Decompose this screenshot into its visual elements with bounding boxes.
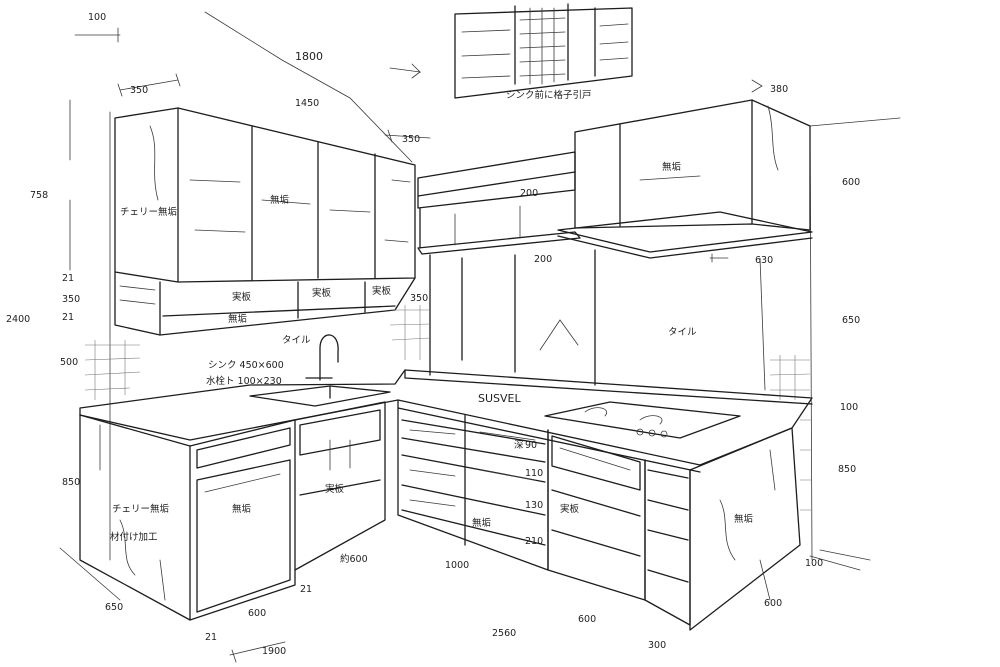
drawer-dim-130: 130 [525, 500, 543, 511]
dim-1450: 1450 [295, 98, 319, 109]
sink [249, 334, 391, 407]
dim-21-floor-b: 21 [205, 632, 217, 643]
dimension-arrows [69, 27, 763, 663]
dim-21-a: 21 [62, 273, 74, 284]
label-tile-right: タイル [668, 327, 697, 338]
cooktop [544, 401, 741, 439]
label-muku-upper-a: 無垢 [270, 194, 290, 206]
label-oven-shelf: 実板 [560, 503, 580, 515]
label-faucet-spec: 水栓ト 100×230 [206, 375, 282, 387]
dim-350-shelf: 350 [410, 293, 428, 304]
dim-650-floor: 650 [105, 602, 123, 613]
dim-600-floor-a: 600 [248, 608, 266, 619]
dishwasher [189, 419, 296, 621]
right-end-panel [689, 427, 801, 631]
range-hood [557, 211, 813, 259]
tile-hatching [84, 305, 812, 511]
lattice-door-inset [454, 3, 633, 99]
dim-21-floor: 21 [300, 584, 312, 595]
drawer-dim-210: 210 [525, 536, 543, 547]
dim-1000: 1000 [445, 560, 469, 571]
left-upper-cabinets [114, 107, 416, 336]
label-jitaita-c: 実板 [372, 285, 392, 297]
dim-200-b: 200 [534, 254, 552, 265]
window-backsplash [429, 249, 766, 391]
dim-300: 300 [648, 640, 666, 651]
label-muku-upper-b: 無垢 [662, 161, 682, 173]
dim-350-mid: 350 [402, 134, 420, 145]
dim-21-b: 21 [62, 312, 74, 323]
drawer-dim-90: 90 [525, 440, 537, 451]
dim-600-sink: 約600 [340, 553, 368, 565]
label-jitaita-b: 実板 [312, 287, 332, 299]
window-shelves [417, 151, 581, 255]
sink-base [294, 401, 386, 571]
dim-600-right: 600 [842, 177, 860, 188]
label-sink-shelf: 実板 [325, 483, 345, 495]
oven-unit [547, 429, 646, 601]
label-susvel: SUSVEL [478, 392, 521, 405]
dim-500: 500 [60, 357, 78, 368]
dimension-labels: 100 1800 350 1450 350 380 758 600 200 20… [6, 12, 860, 657]
inset-caption: シンク前に格子引戸 [506, 89, 592, 101]
dim-850-right: 850 [838, 464, 856, 475]
label-muku-drawers: 無垢 [472, 517, 492, 529]
dim-1800: 1800 [295, 50, 323, 63]
dim-758: 758 [30, 190, 48, 201]
dim-600-floor-b: 600 [578, 614, 596, 625]
label-muku-under: 無垢 [228, 313, 248, 325]
dim-2560: 2560 [492, 628, 516, 639]
label-cherry-side-b: 材付け加工 [110, 531, 158, 543]
label-tile-left: タイル [282, 335, 311, 346]
right-upper-cabinet [574, 99, 811, 231]
left-end-panel [79, 414, 191, 621]
wall-lines [59, 11, 901, 601]
dim-630: 630 [755, 255, 773, 266]
dim-350-left: 350 [130, 85, 148, 96]
dim-650-right: 650 [842, 315, 860, 326]
dim-200-a: 200 [520, 188, 538, 199]
drawer-dim-110: 110 [525, 468, 543, 479]
dim-100-floor: 100 [805, 558, 823, 569]
dim-350-v: 350 [62, 294, 80, 305]
dim-380: 380 [770, 84, 788, 95]
label-jitaita-a: 実板 [232, 291, 252, 303]
dim-850-left: 850 [62, 477, 80, 488]
dim-2400: 2400 [6, 314, 30, 325]
label-fuka: 深 [514, 440, 524, 451]
dim-1900: 1900 [262, 646, 286, 657]
label-cherry-side-a: チェリー無垢 [112, 503, 170, 515]
right-drawer-column [644, 459, 691, 626]
label-muku-end: 無垢 [734, 513, 754, 525]
dim-100-right: 100 [840, 402, 858, 413]
dim-100-top: 100 [88, 12, 106, 23]
dim-600-floor-c: 600 [764, 598, 782, 609]
label-muku-dishwasher: 無垢 [232, 503, 252, 515]
label-sink-spec: シンク 450×600 [208, 360, 284, 371]
label-cherry-upper: チェリー無垢 [120, 206, 178, 218]
